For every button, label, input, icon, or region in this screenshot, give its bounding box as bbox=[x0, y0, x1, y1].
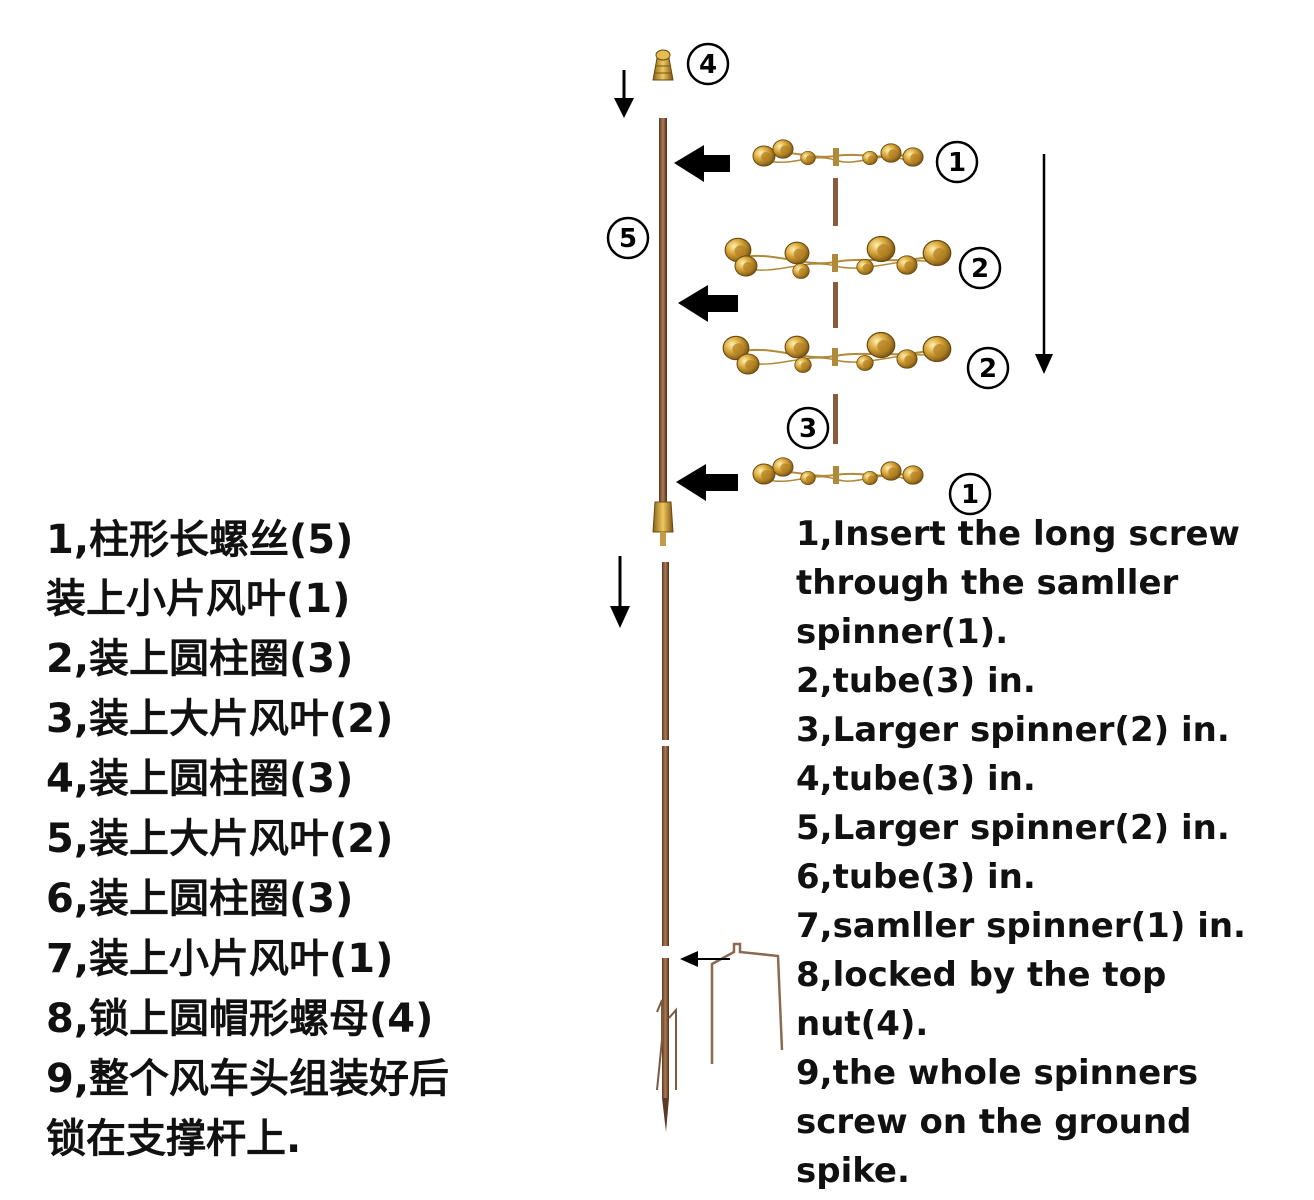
large-spinner-lower bbox=[722, 331, 952, 375]
insert-arrow-2 bbox=[678, 285, 738, 322]
en-line: 8,locked by the top bbox=[796, 955, 1167, 995]
callout-large-spinner-upper: 2 bbox=[958, 246, 1002, 290]
cn-line: 1,柱形长螺丝(5) bbox=[46, 517, 354, 563]
cn-line: 5,装上大片风叶(2) bbox=[46, 816, 394, 862]
svg-text:2: 2 bbox=[971, 254, 989, 284]
cn-line: 锁在支撑杆上. bbox=[46, 1116, 302, 1162]
svg-text:3: 3 bbox=[799, 414, 817, 444]
ground-spike bbox=[656, 562, 677, 1132]
svg-text:2: 2 bbox=[979, 354, 997, 384]
en-line: 2,tube(3) in. bbox=[796, 661, 1036, 701]
small-spinner-top bbox=[752, 139, 924, 167]
svg-text:1: 1 bbox=[948, 148, 966, 178]
cn-line: 9,整个风车头组装好后 bbox=[46, 1056, 450, 1102]
en-line: 5,Larger spinner(2) in. bbox=[796, 808, 1230, 848]
insert-arrow-1 bbox=[674, 145, 730, 182]
svg-text:1: 1 bbox=[961, 480, 979, 510]
cn-line: 4,装上圆柱圈(3) bbox=[46, 756, 354, 802]
long-screw-rod bbox=[652, 118, 674, 546]
callout-top-nut: 4 bbox=[686, 42, 730, 86]
cn-line: 6,装上圆柱圈(3) bbox=[46, 876, 354, 922]
en-line: through the samller bbox=[796, 563, 1179, 603]
en-line: 1,Insert the long screw bbox=[796, 514, 1240, 554]
callout-tube: 3 bbox=[786, 406, 830, 450]
en-line: screw on the ground bbox=[796, 1102, 1192, 1142]
en-line: spinner(1). bbox=[796, 612, 1009, 652]
down-arrow-middle bbox=[610, 556, 630, 628]
top-nut bbox=[652, 49, 674, 81]
en-line: 6,tube(3) in. bbox=[796, 857, 1036, 897]
en-line: 9,the whole spinners bbox=[796, 1053, 1199, 1093]
en-line: 4,tube(3) in. bbox=[796, 759, 1036, 799]
en-line: spike. bbox=[796, 1151, 910, 1191]
cn-line: 装上小片风叶(1) bbox=[46, 576, 351, 622]
ground-stake bbox=[710, 942, 784, 1064]
en-line: nut(4). bbox=[796, 1004, 929, 1044]
tube-segment-c bbox=[833, 394, 838, 444]
down-arrow-top bbox=[614, 70, 634, 118]
assembly-order-arrow bbox=[1035, 154, 1053, 374]
tube-segment-a bbox=[833, 178, 838, 226]
en-line: 3,Larger spinner(2) in. bbox=[796, 710, 1230, 750]
callout-small-spinner-top: 1 bbox=[935, 140, 979, 184]
svg-text:5: 5 bbox=[619, 224, 637, 254]
small-spinner-bottom bbox=[752, 457, 924, 485]
large-spinner-upper bbox=[724, 235, 952, 279]
insert-arrow-3 bbox=[676, 464, 738, 501]
en-line: 7,samller spinner(1) in. bbox=[796, 906, 1246, 946]
cn-line: 3,装上大片风叶(2) bbox=[46, 696, 394, 742]
callout-small-spinner-bottom: 1 bbox=[948, 472, 992, 516]
tube-segment-b bbox=[833, 282, 838, 328]
cn-line: 7,装上小片风叶(1) bbox=[46, 936, 394, 982]
callout-large-spinner-lower: 2 bbox=[966, 346, 1010, 390]
callout-long-screw: 5 bbox=[606, 216, 650, 260]
cn-line: 8,锁上圆帽形螺母(4) bbox=[46, 996, 434, 1042]
spike-arrow bbox=[680, 951, 730, 967]
cn-line: 2,装上圆柱圈(3) bbox=[46, 636, 354, 682]
svg-text:4: 4 bbox=[699, 50, 717, 80]
